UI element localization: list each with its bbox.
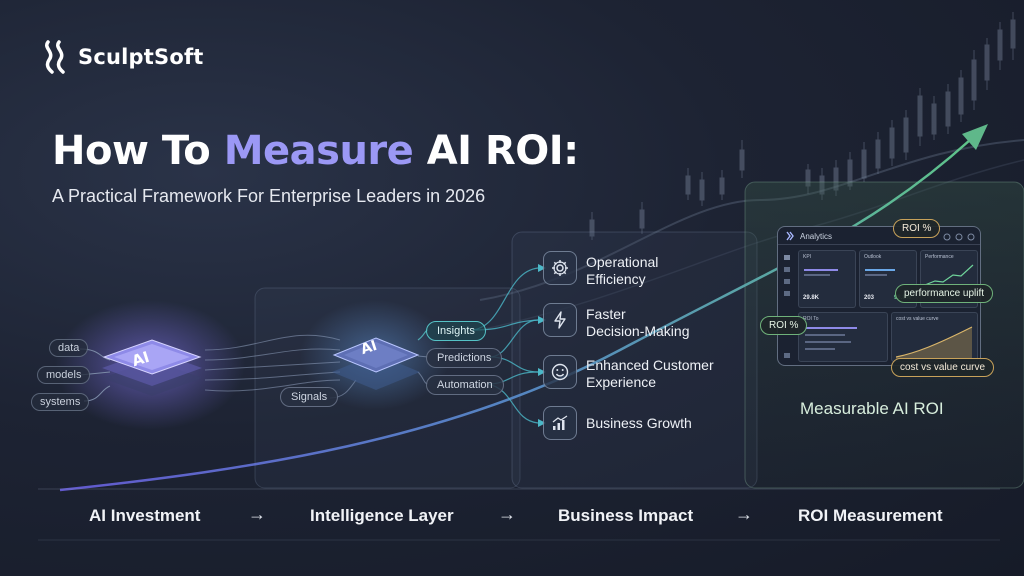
cost-value-card: cost vs value curve [891,312,978,362]
growth-curve [59,139,971,492]
brand-logo[interactable]: SculptSoft [42,40,204,74]
flow-step-impact: Business Impact [558,506,694,525]
roi-percent-badge-top: ROI % [893,219,941,238]
title-suffix: AI ROI: [413,128,579,174]
output-pill-insights: Insights [426,321,486,341]
flow-arrow-icon: → [498,504,516,524]
performance-uplift-badge: performance uplift [895,284,994,303]
roi-to-card: ROI To [798,312,888,362]
title-prefix: How To [52,128,224,174]
impact-label-growth: Business Growth [586,415,692,431]
ai-chip-icon [102,339,202,396]
signals-pill: Signals [280,387,339,407]
dashboard-controls-icon [943,233,975,241]
page-subtitle: A Practical Framework For Enterprise Lea… [52,186,486,206]
page-title: How To Measure AI ROI: [52,128,579,174]
gear-icon [543,251,577,285]
input-label-models: models [37,366,91,384]
sculptsoft-logo-icon [45,40,65,74]
dashboard-logo-icon [786,231,794,241]
smiley-icon [543,355,577,389]
brand-name: SculptSoft [78,45,204,69]
dashboard-sidebar-icons [784,255,790,358]
roi-percent-badge-left: ROI % [760,316,808,335]
kpi-card: KPI 29.8K [798,250,856,308]
flow-step-investment: AI Investment [89,506,201,525]
roi-caption: Measurable AI ROI [800,399,944,418]
output-pill-predictions: Predictions [426,348,503,368]
cost-value-badge: cost vs value curve [891,358,995,377]
growth-arrowhead [962,124,988,150]
flow-arrow-icon: → [735,504,753,524]
analytics-dashboard: Analytics KPI 29.8K Outlook 203 98.8% Pe… [777,226,981,366]
title-accent: Measure [223,128,414,174]
lightning-icon [543,303,577,337]
growth-chart-icon [543,406,577,440]
input-label-data: data [49,339,89,357]
input-label-systems: systems [31,393,90,411]
flow-step-intelligence: Intelligence Layer [310,506,454,525]
flow-arrow-icon: → [248,504,266,524]
intelligence-chip-icon [332,337,420,390]
dashboard-title: Analytics [778,227,980,245]
output-pill-automation: Automation [426,375,504,395]
flow-step-roi: ROI Measurement [798,506,943,525]
